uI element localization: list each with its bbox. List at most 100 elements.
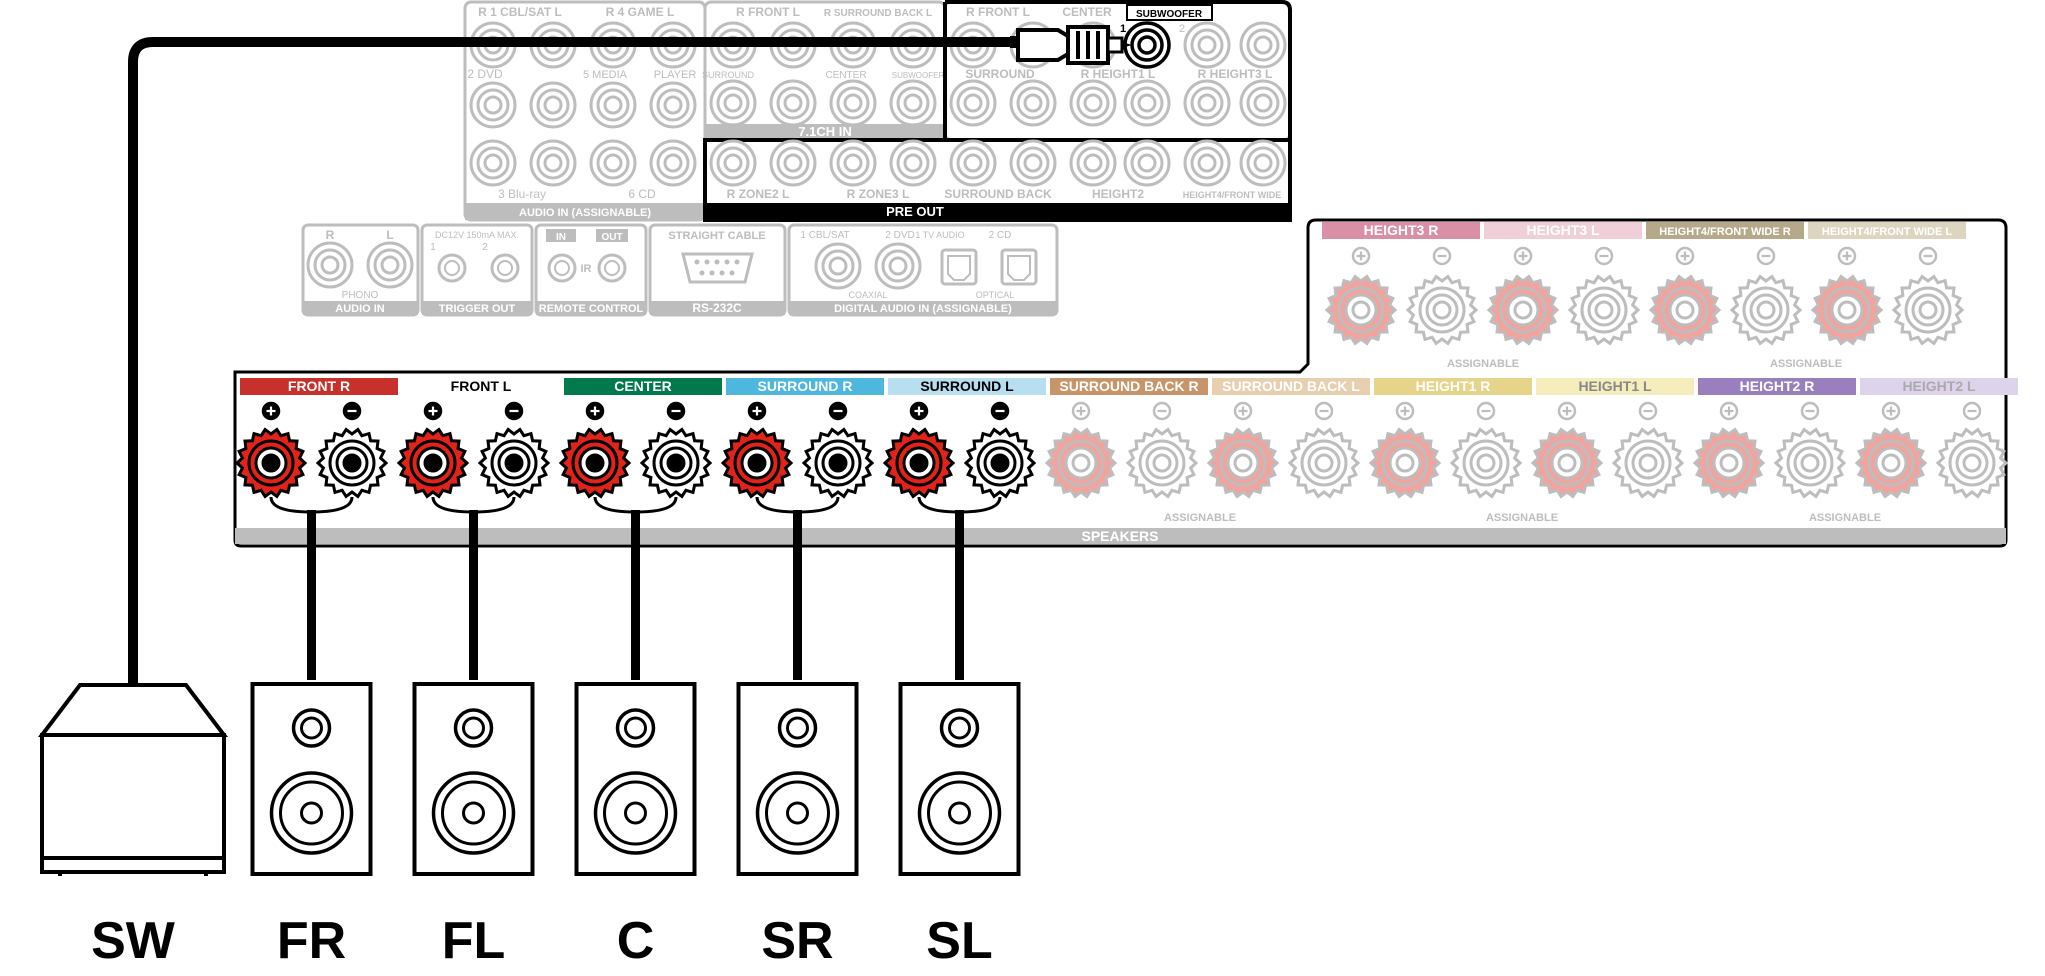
optical-label: OPTICAL — [976, 290, 1015, 300]
digital-top-c: 1 TV AUDIO — [915, 230, 964, 240]
plus-icon — [1071, 401, 1091, 421]
terminal-label: FRONT R — [288, 378, 350, 394]
speaker-terminal-positive[interactable] — [882, 427, 956, 499]
plus-icon — [1837, 246, 1857, 266]
terminal-label-bar — [240, 378, 398, 395]
audio-in-label: AUDIO IN (ASSIGNABLE) — [519, 207, 651, 219]
terminal-label-bar — [888, 378, 1046, 395]
speaker-terminal-positive[interactable] — [558, 427, 632, 499]
speaker-terminal-negative[interactable] — [1611, 427, 1685, 499]
terminal-label-bar — [1212, 378, 1370, 395]
minus-icon — [1432, 246, 1452, 266]
speaker-terminal-positive[interactable] — [1486, 274, 1560, 346]
speaker-terminal-positive[interactable] — [1044, 427, 1118, 499]
speaker-cable — [266, 496, 357, 680]
plus-icon — [1233, 401, 1253, 421]
minus-icon — [504, 401, 524, 421]
coaxial-label: COAXIAL — [848, 290, 887, 300]
speaker-label: C — [617, 912, 655, 970]
speaker-terminal-negative[interactable] — [315, 427, 389, 499]
plus-icon — [585, 401, 605, 421]
audio-in-row3-a: 3 Blu-ray — [498, 187, 546, 201]
plus-icon — [1351, 246, 1371, 266]
terminal-label: HEIGHT1 R — [1416, 378, 1491, 394]
digital-top-d: 2 CD — [989, 230, 1012, 241]
speaker-terminal-negative[interactable] — [1891, 274, 1965, 346]
speaker-terminal-negative[interactable] — [1449, 427, 1523, 499]
preout-bottom-c: SURROUND BACK — [944, 187, 1052, 201]
terminal-label-bar — [1050, 378, 1208, 395]
speaker-terminal-positive[interactable] — [396, 427, 470, 499]
speaker-terminal-positive[interactable] — [1648, 274, 1722, 346]
subwoofer: SW — [37, 683, 229, 970]
audio-in-row2-b: 5 MEDIA — [583, 69, 628, 81]
speaker-terminal-negative[interactable] — [1729, 274, 1803, 346]
speaker: C — [574, 682, 697, 970]
speaker-terminal-negative[interactable] — [1567, 274, 1641, 346]
audio-in-row1-b: R 4 GAME L — [606, 5, 675, 19]
terminal-label: CENTER — [614, 378, 672, 394]
minus-icon — [1594, 246, 1614, 266]
minus-icon — [342, 401, 362, 421]
speaker-terminal-positive[interactable] — [1206, 427, 1280, 499]
speaker-label: FL — [442, 912, 506, 970]
speaker-terminal-negative[interactable] — [1773, 427, 1847, 499]
speaker-terminal-negative[interactable] — [1405, 274, 1479, 346]
digital-audio-label: DIGITAL AUDIO IN (ASSIGNABLE) — [834, 303, 1012, 315]
terminal-label-bar — [1484, 222, 1642, 239]
plus-icon — [1557, 401, 1577, 421]
plus-icon — [1395, 401, 1415, 421]
preout-mid-b: R HEIGHT1 L — [1081, 67, 1156, 81]
terminal-label-bar — [402, 378, 560, 395]
speaker: SL — [898, 682, 1021, 970]
assignable-4: ASSIGNABLE — [1447, 358, 1519, 370]
phono-r: R — [326, 228, 335, 242]
assignable-2: ASSIGNABLE — [1486, 512, 1558, 524]
speaker-terminal-negative[interactable] — [477, 427, 551, 499]
speaker-terminal-positive[interactable] — [1324, 274, 1398, 346]
speaker-terminal-positive[interactable] — [1368, 427, 1442, 499]
speaker-terminal-negative[interactable] — [1935, 427, 2009, 499]
terminal-label: HEIGHT2 R — [1740, 378, 1815, 394]
speaker-terminal-positive[interactable] — [1810, 274, 1884, 346]
sub-1: 1 — [1120, 23, 1126, 35]
speaker-terminal-negative[interactable] — [801, 427, 875, 499]
assignable-5: ASSIGNABLE — [1770, 358, 1842, 370]
digital-top-b: 2 DVD — [885, 230, 914, 241]
speaker-terminal-negative[interactable] — [963, 427, 1037, 499]
speaker-label: SL — [926, 912, 992, 970]
trigger-top: DC12V 150mA MAX. — [435, 230, 519, 240]
minus-icon — [666, 401, 686, 421]
speaker-terminal-negative[interactable] — [639, 427, 713, 499]
preout-subwoofer-label: SUBWOOFER — [1136, 9, 1203, 20]
speaker-terminal-negative[interactable] — [1125, 427, 1199, 499]
plus-icon — [909, 401, 929, 421]
minus-icon — [990, 401, 1010, 421]
speaker-terminal-panel: SPEAKERS ASSIGNABLE ASSIGNABLE ASSIGNABL… — [233, 218, 2018, 548]
minus-icon — [1314, 401, 1334, 421]
speaker-terminal-positive[interactable] — [720, 427, 794, 499]
terminal-label: HEIGHT4/FRONT WIDE L — [1822, 226, 1952, 238]
terminal-label-bar — [1860, 378, 2018, 395]
speaker-terminal-negative[interactable] — [1287, 427, 1361, 499]
audio-in-row2-c: PLAYER — [654, 69, 697, 81]
assignable-1: ASSIGNABLE — [1164, 512, 1236, 524]
terminal-label-bar — [1808, 222, 1966, 239]
terminal-label: SURROUND L — [920, 378, 1014, 394]
speaker-terminal-positive[interactable] — [234, 427, 308, 499]
speaker-terminal-positive[interactable] — [1854, 427, 1928, 499]
speaker: SR — [736, 682, 859, 970]
speaker-terminal-positive[interactable] — [1692, 427, 1766, 499]
terminal-label-bar — [564, 378, 722, 395]
rs232c-label: RS-232C — [692, 301, 742, 315]
speaker: FL — [412, 682, 535, 970]
ch71-top-a: R FRONT L — [736, 5, 800, 19]
preout-bottom-b: R ZONE3 L — [847, 187, 910, 201]
pre-out-label: PRE OUT — [886, 204, 944, 219]
speaker-cable — [914, 496, 1005, 680]
remote-control-label: REMOTE CONTROL — [539, 303, 644, 315]
terminal-label-bar — [1322, 222, 1480, 239]
speaker-terminal-positive[interactable] — [1530, 427, 1604, 499]
